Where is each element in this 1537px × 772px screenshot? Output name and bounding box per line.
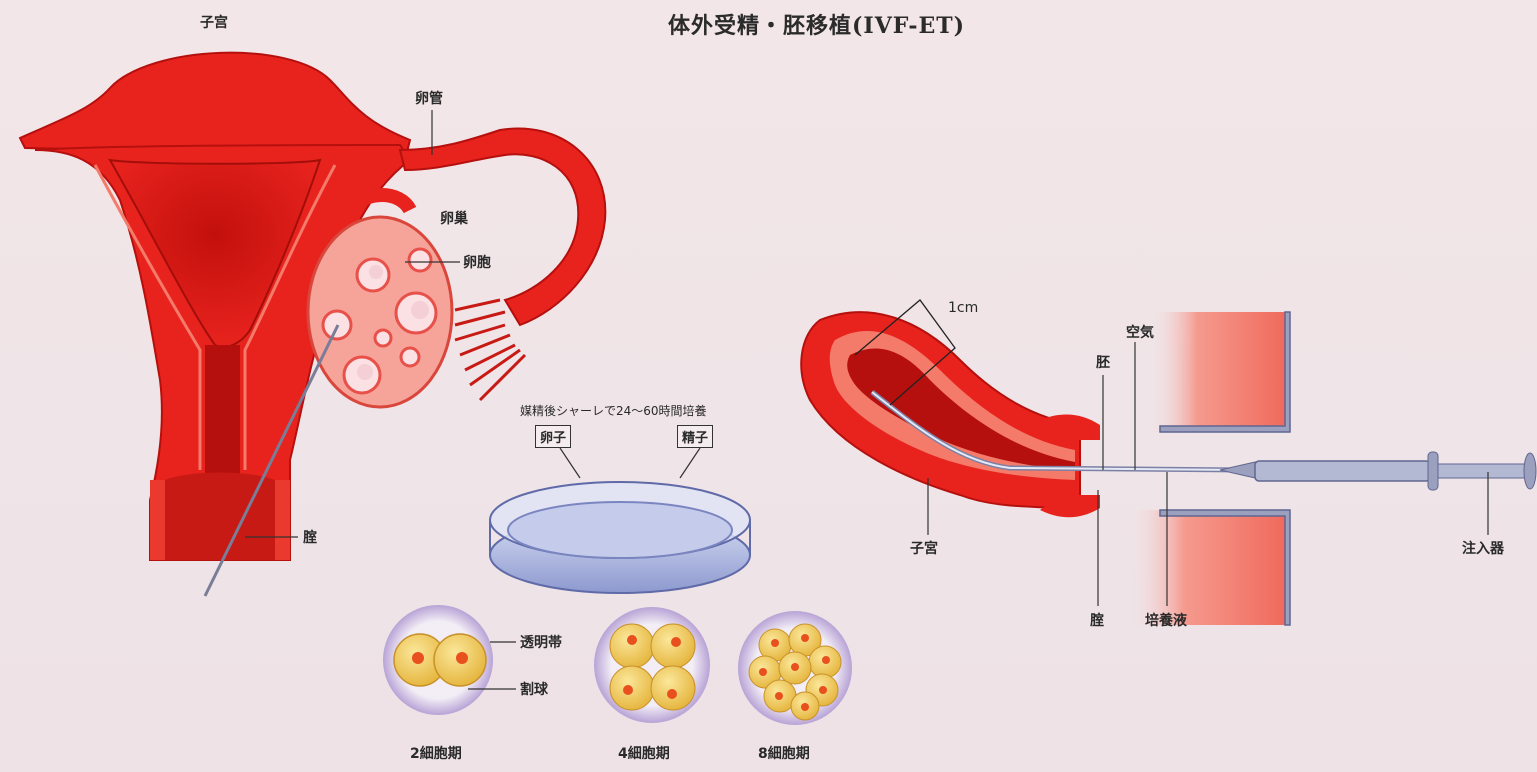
culture-caption: 媒精後シャーレで24～60時間培養: [520, 402, 707, 419]
label-sperm: 精子: [677, 425, 713, 448]
label-ovary: 卵巢: [440, 208, 468, 228]
label-follicle: 卵胞: [463, 252, 491, 272]
label-uterus-right: 子宮: [910, 538, 938, 558]
label-blastomere: 割球: [520, 679, 548, 699]
label-stage-8: 8細胞期: [758, 743, 810, 763]
diagram-title: 体外受精・胚移植(IVF-ET): [668, 8, 965, 40]
petri-dish: [490, 448, 750, 593]
transfer-illustration: [801, 300, 1536, 625]
label-oviduct: 卵管: [415, 88, 443, 108]
label-stage-4: 4細胞期: [618, 743, 670, 763]
label-stage-2: 2細胞期: [410, 743, 462, 763]
label-1cm: 1cm: [948, 300, 978, 316]
label-medium: 培養液: [1145, 610, 1187, 630]
label-air: 空気: [1126, 322, 1154, 342]
label-zona: 透明帯: [520, 632, 562, 652]
label-vagina-right: 腟: [1090, 610, 1104, 630]
label-embryo: 胚: [1096, 352, 1110, 372]
label-egg: 卵子: [535, 425, 571, 448]
label-uterus: 子宫: [200, 12, 228, 32]
embryo-4cell: [594, 607, 710, 723]
embryo-8cell: [738, 611, 852, 725]
label-syringe: 注入器: [1462, 538, 1504, 558]
label-vagina-left: 腟: [303, 527, 317, 547]
embryo-2cell: [383, 605, 516, 715]
